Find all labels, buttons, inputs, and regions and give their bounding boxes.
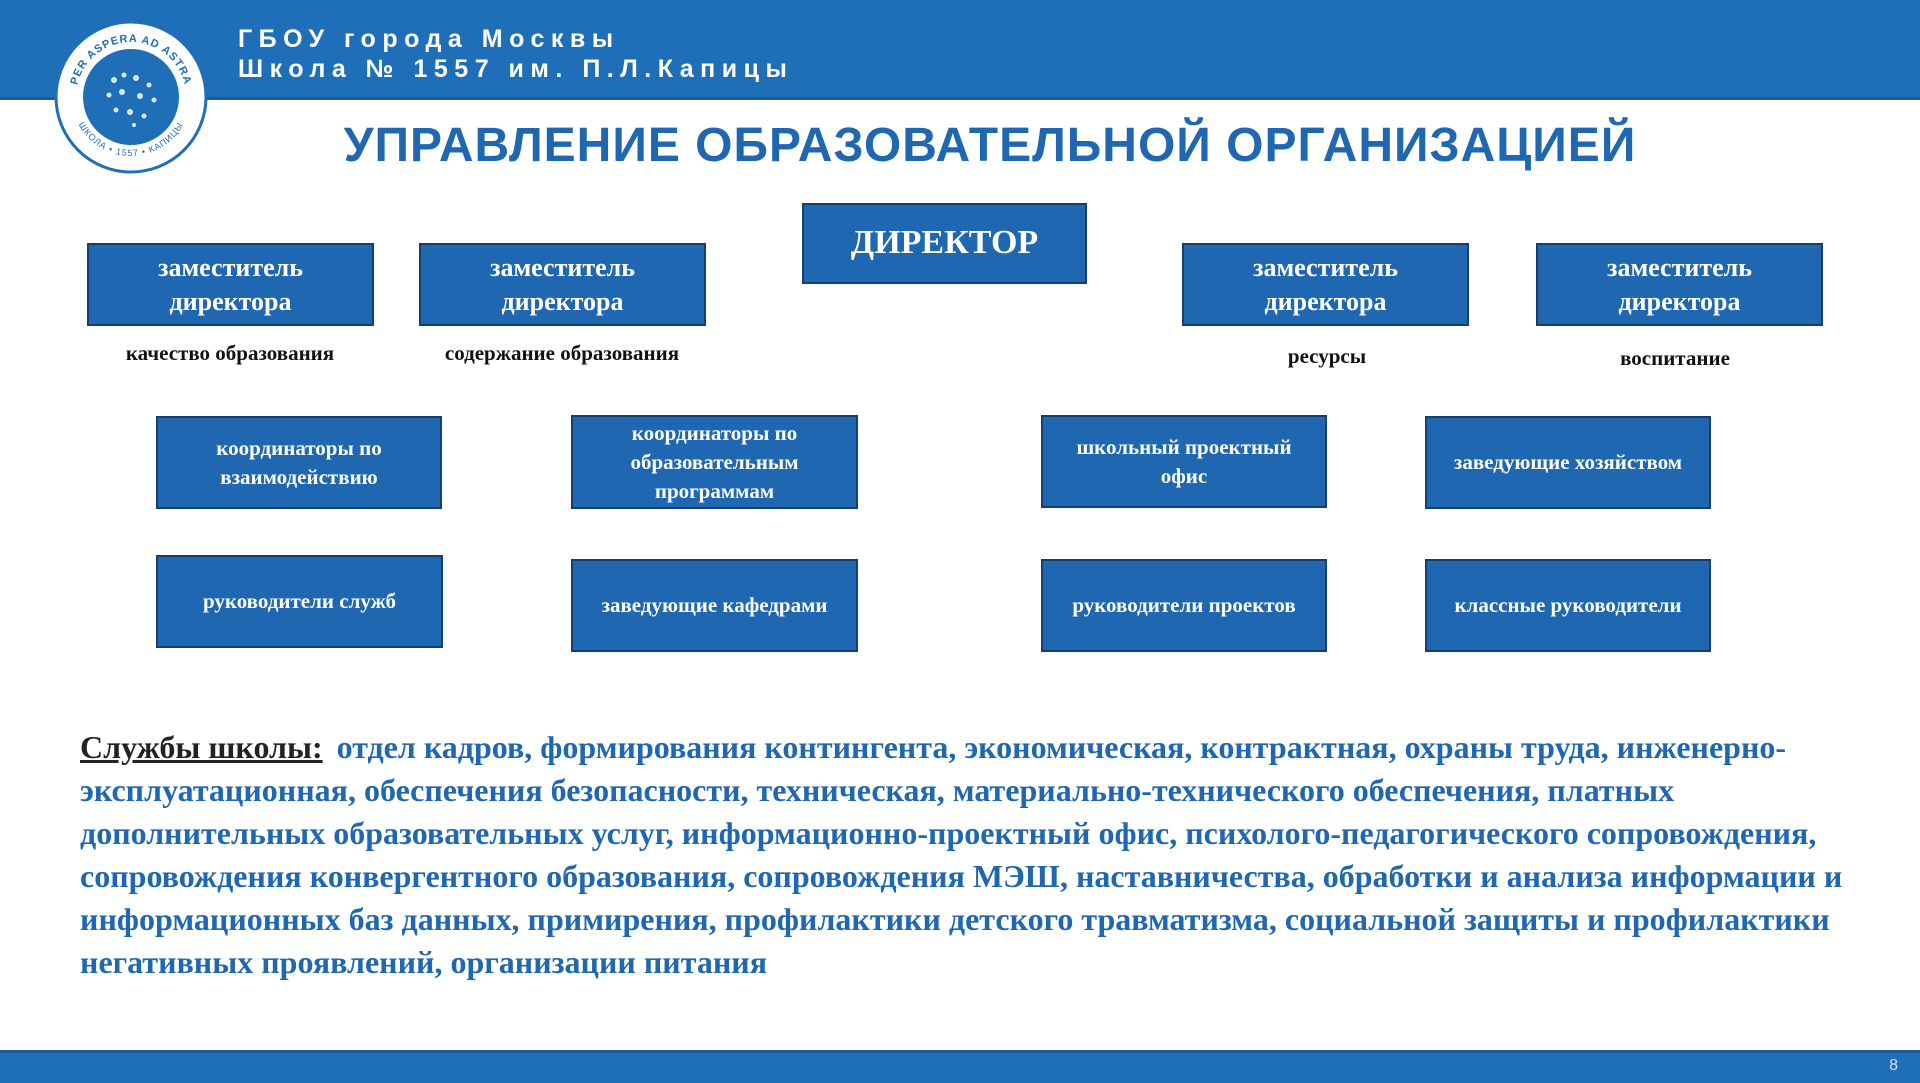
deputy-line2: директора [501, 286, 624, 316]
school-name: ГБОУ города Москвы Школа № 1557 им. П.Л.… [238, 24, 793, 84]
page-title: УПРАВЛЕНИЕ ОБРАЗОВАТЕЛЬНОЙ ОРГАНИЗАЦИЕЙ [343, 119, 1637, 172]
deputy-line1: заместитель [1253, 252, 1398, 282]
services-label: Службы школы: [80, 729, 323, 765]
deputy-caption: ресурсы [1287, 344, 1367, 368]
deputy-line1: заместитель [490, 252, 635, 282]
deputy-line2: директора [169, 286, 292, 316]
deputy-box: заместитель директора [1536, 243, 1823, 326]
deputy-box: заместитель директора [419, 243, 706, 326]
unit-box: школьный проектный офис [1041, 415, 1327, 508]
page-number: 8 [1889, 1057, 1898, 1074]
unit-box: руководители проектов [1041, 559, 1327, 652]
deputy-line2: директора [1264, 286, 1387, 316]
deputy-line1: заместитель [158, 252, 303, 282]
header-bar: ГБОУ города Москвы Школа № 1557 им. П.Л.… [0, 0, 1920, 100]
deputy-line2: директора [1618, 286, 1741, 316]
director-box: ДИРЕКТОР [802, 203, 1087, 284]
services-paragraph: Службы школы: отдел кадров, формирования… [80, 726, 1860, 984]
deputy-caption: воспитание [1620, 346, 1730, 370]
deputy-line1: заместитель [1607, 252, 1752, 282]
unit-box: координаторы по образовательным программ… [571, 415, 858, 509]
deputy-box: заместитель директора [1182, 243, 1469, 326]
unit-box: заведующие хозяйством [1425, 416, 1711, 509]
school-logo: PER ASPERA AD ASTRA ШКОЛА • 1557 • КАПИЦ… [54, 20, 208, 174]
deputy-box: заместитель директора [87, 243, 374, 326]
unit-box: руководители служб [156, 555, 443, 648]
deputy-caption: содержание образования [444, 341, 680, 365]
unit-box: заведующие кафедрами [571, 559, 858, 652]
school-name-line2: Школа № 1557 им. П.Л.Капицы [238, 55, 794, 83]
unit-box: классные руководители [1425, 559, 1711, 652]
unit-box: координаторы по взаимодействию [156, 416, 442, 509]
school-name-line1: ГБОУ города Москвы [238, 25, 620, 53]
footer-bar: 8 [0, 1050, 1920, 1083]
services-text: отдел кадров, формирования контингента, … [80, 729, 1843, 980]
deputy-caption: качество образования [125, 341, 335, 365]
